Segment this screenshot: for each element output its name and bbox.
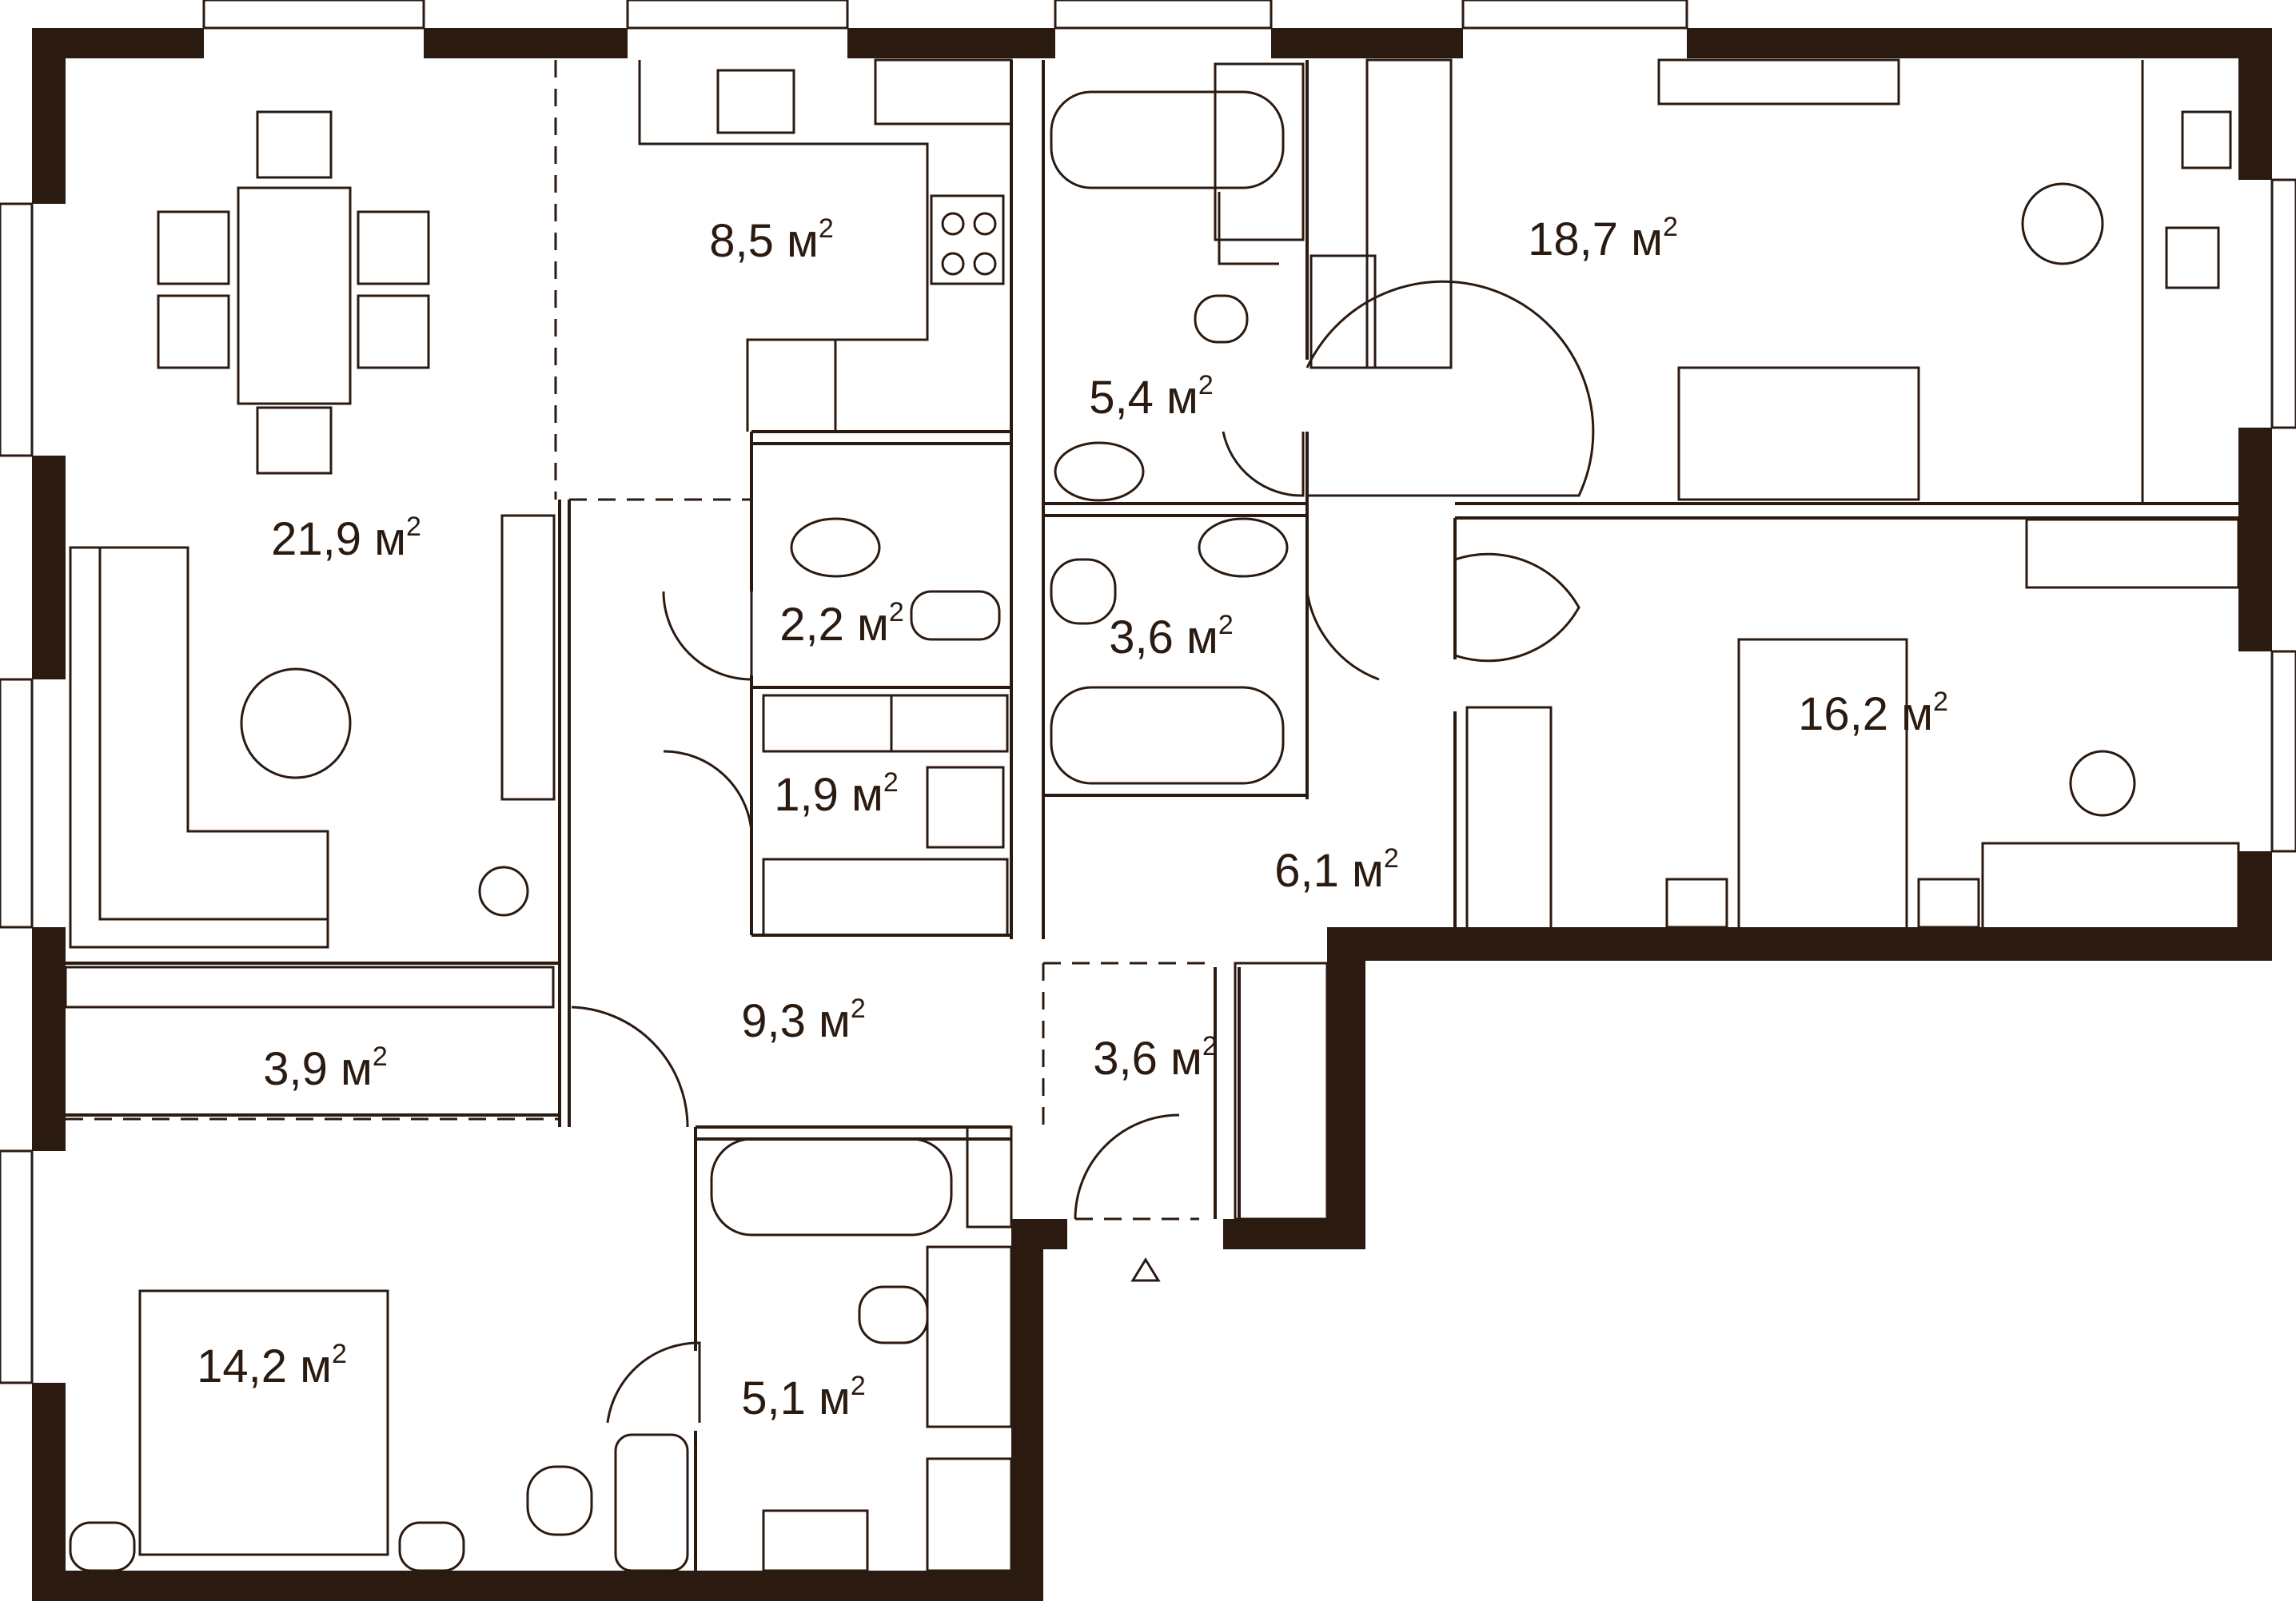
room-area-bedroom-bottom: 14,2 м2 [197,1338,347,1393]
room-area-wardrobe: 3,9 м2 [263,1041,388,1096]
room-area-kitchen: 8,5 м2 [709,213,834,268]
entrance-marker [1130,1257,1161,1282]
room-area-entry: 3,6 м2 [1093,1030,1218,1085]
room-area-hall-center: 9,3 м2 [741,993,866,1048]
bedroom-furniture [69,58,2240,1572]
room-area-hall-right: 6,1 м2 [1274,842,1399,898]
sofa [69,514,556,949]
door-swings [571,280,1595,1424]
exterior-walls [32,28,2272,1601]
room-area-bedroom-right: 16,2 м2 [1798,686,1948,741]
bathroom-fixtures [614,62,1377,1572]
dining-set [157,110,430,475]
storage-closets [64,58,1553,1221]
interior-walls [66,60,2238,1571]
room-area-bath-middle: 3,6 м2 [1109,609,1234,664]
room-area-bedroom-top-right: 18,7 м2 [1528,211,1678,266]
windows [0,0,2296,1384]
room-area-laundry: 1,9 м2 [774,767,899,822]
room-area-bath-bottom: 5,1 м2 [741,1370,866,1425]
dashed-openings [66,60,1215,1221]
triangle-icon [1130,1257,1161,1282]
kitchen-fixtures [638,58,1013,432]
room-area-wc-small: 2,2 м2 [779,596,904,651]
room-area-living: 21,9 м2 [271,511,421,566]
room-area-bath-top: 5,4 м2 [1089,369,1214,424]
